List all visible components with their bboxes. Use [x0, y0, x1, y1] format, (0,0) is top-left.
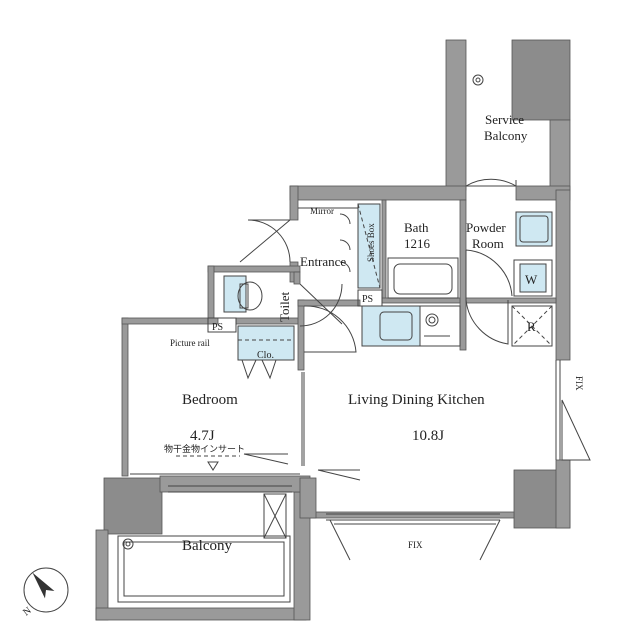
kitchen-counter: [361, 305, 461, 347]
closet: [237, 325, 295, 361]
walls: [95, 39, 571, 621]
bedroom-size: 4.7J: [190, 428, 215, 444]
service-balcony-label-2: Balcony: [484, 128, 528, 143]
bedroom-area: [130, 305, 357, 475]
powder-room-label-2: Room: [472, 236, 504, 251]
service-balcony-label-1: Service: [485, 112, 524, 127]
bath-size-label: 1216: [404, 236, 431, 251]
powder-room-area: [465, 211, 553, 347]
bath-area: [387, 257, 459, 299]
bedroom-note: 物干金物インサート: [164, 443, 245, 454]
entrance-area: [239, 203, 383, 307]
washer-label: W: [525, 272, 538, 287]
ps-label-entrance: PS: [362, 294, 373, 305]
closet-label: Clo.: [257, 350, 274, 361]
bedroom-label: Bedroom: [182, 392, 238, 408]
ldk-label: Living Dining Kitchen: [348, 392, 485, 408]
fix-bottom-label: FIX: [408, 540, 423, 550]
washer-space: [513, 259, 553, 297]
toilet-area: [207, 275, 343, 333]
toilet-label: Toilet: [277, 291, 292, 322]
shoes-box-label: Shoes Box: [366, 223, 376, 262]
powder-room-label-1: Powder: [466, 220, 506, 235]
fridge-label: R: [527, 319, 536, 334]
ldk-size: 10.8J: [412, 428, 444, 444]
mirror-label: Mirror: [310, 206, 334, 216]
ldk-area: [317, 360, 591, 561]
fridge-space: [511, 305, 553, 347]
picture-rail-label: Picture rail: [170, 338, 210, 348]
balcony-area: [117, 485, 292, 603]
balcony-label: Balcony: [182, 538, 232, 554]
fix-right-label: FIX: [574, 376, 584, 391]
bath-label: Bath: [404, 220, 429, 235]
service-balcony: [465, 74, 517, 187]
compass: N: [21, 567, 69, 618]
ps-label-toilet: PS: [212, 322, 223, 333]
entrance-label: Entrance: [300, 254, 346, 269]
